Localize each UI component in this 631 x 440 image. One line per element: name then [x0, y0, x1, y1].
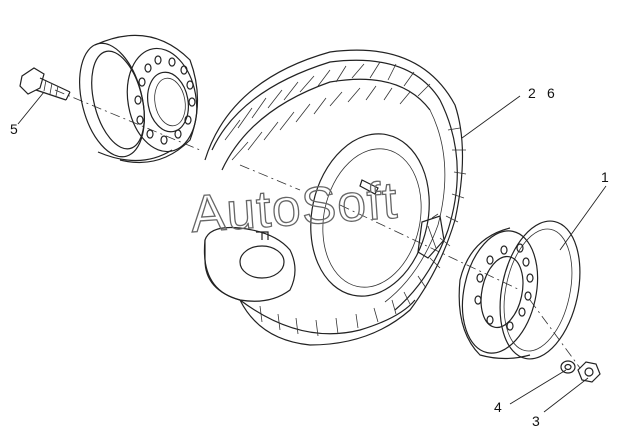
tyre: [203, 49, 467, 346]
callout-6: 6: [547, 85, 555, 101]
valve-stem: [417, 213, 445, 259]
watermark-text: AutoSoft: [189, 172, 400, 244]
leader-1: [559, 185, 607, 251]
bolt-5: [19, 67, 71, 101]
leader-2: [461, 95, 521, 139]
right-rim-half: [458, 220, 581, 360]
leader-3: [543, 377, 589, 413]
callout-3: 3: [532, 413, 540, 429]
inner-tube-flap: [204, 226, 296, 302]
left-rim-half: [79, 34, 199, 164]
washer-4: [560, 360, 576, 374]
callout-1: 1: [601, 169, 609, 185]
right-rim-bolt-holes: [474, 243, 534, 331]
left-rim-bolt-holes: [134, 55, 196, 145]
leader-4: [509, 369, 567, 405]
nut-3: [577, 361, 601, 383]
callout-2: 2: [528, 85, 536, 101]
callout-5: 5: [10, 121, 18, 137]
leader-5: [17, 91, 45, 125]
callout-4: 4: [494, 399, 502, 415]
